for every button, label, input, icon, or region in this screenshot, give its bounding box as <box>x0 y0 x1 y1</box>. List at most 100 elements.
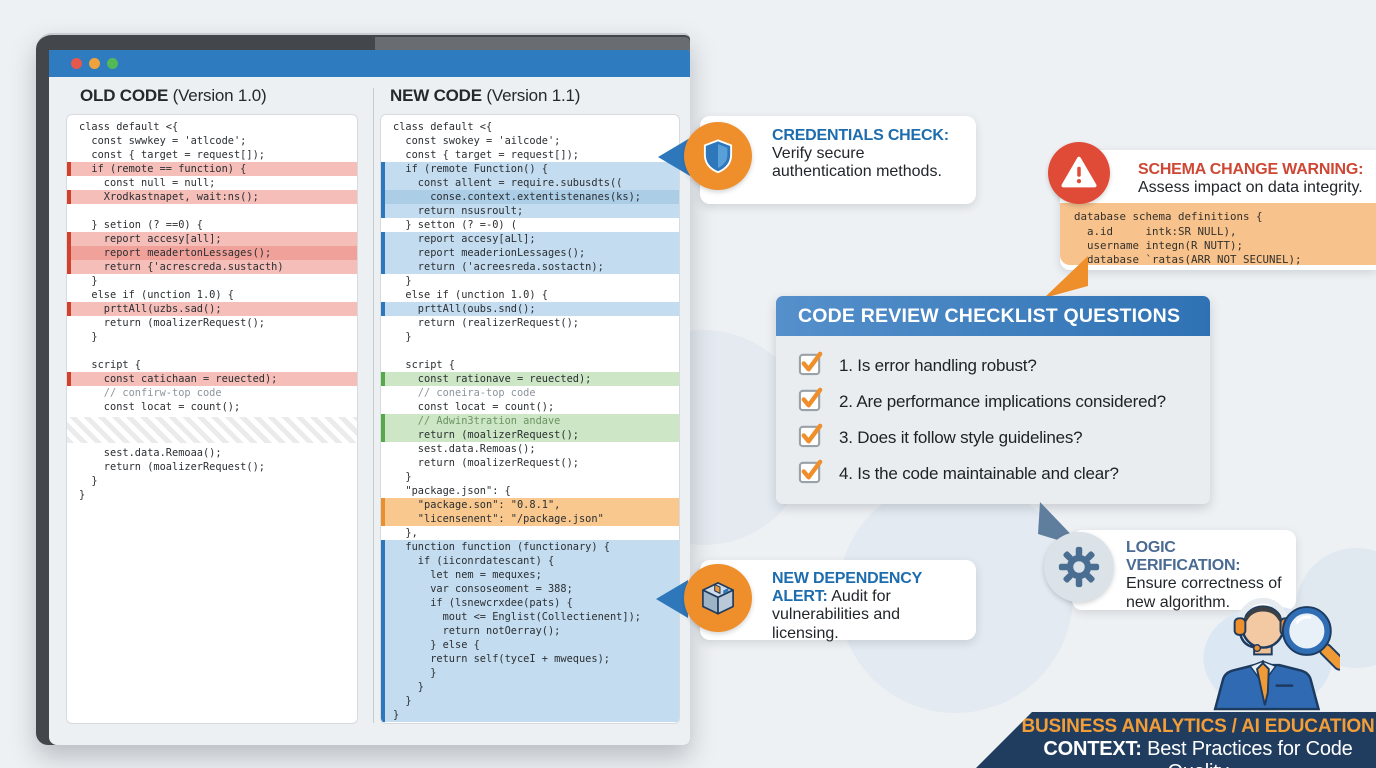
code-line: } setton (? =-0) ( <box>393 219 517 231</box>
code-line: "package.json": { <box>393 485 511 497</box>
code-line: else if (unction 1.0) { <box>393 289 548 301</box>
new-code-heading: NEW CODE (Version 1.1) <box>390 86 581 105</box>
code-line: } <box>79 489 86 501</box>
credentials-body: Verify secure authentication methods. <box>772 145 942 181</box>
code-line: } <box>381 708 679 722</box>
code-line: Xrodkastnapet, wait:ns(); <box>67 190 357 204</box>
checkbox-checked-icon[interactable] <box>798 459 823 489</box>
code-line: } <box>381 680 679 694</box>
window-control-close[interactable] <box>71 58 82 69</box>
code-line: report meadertonLessages(); <box>67 246 357 260</box>
code-line: const rationave = reuected); <box>381 372 679 386</box>
removed-block-hatch <box>67 417 357 443</box>
code-line: } <box>393 275 412 287</box>
code-line <box>67 204 357 218</box>
package-icon <box>702 582 734 615</box>
code-line: } <box>381 694 679 708</box>
code-line: } <box>393 331 412 343</box>
code-line: class default <{ <box>393 121 493 133</box>
context-banner: BUSINESS ANALYTICS / AI EDUCATION CONTEX… <box>976 712 1376 768</box>
code-line: } <box>381 666 679 680</box>
code-line: prttAll(oubs.snd(); <box>381 302 679 316</box>
warning-icon <box>1061 156 1097 188</box>
checklist-item-label: 4. Is the code maintainable and clear? <box>839 464 1119 483</box>
code-line: if (remote == function) { <box>67 162 357 176</box>
code-line: return (moalizerRequest(); <box>393 457 579 469</box>
dependency-icon-badge <box>684 564 752 632</box>
dependency-title: NEW DEPENDENCY ALERT: <box>772 570 922 606</box>
code-line: report accesy[all]; <box>67 232 357 246</box>
code-line: if (iiconrdatescant) { <box>381 554 679 568</box>
checkbox-checked-icon[interactable] <box>798 351 823 381</box>
code-line: mout <= Englist(Collectienent]); <box>381 610 679 624</box>
code-line: }, <box>393 527 418 539</box>
logic-title: LOGIC VERIFICATION: <box>1126 539 1241 575</box>
code-line: } else { <box>381 638 679 652</box>
analyst-illustration <box>1203 597 1340 712</box>
checkbox-checked-icon[interactable] <box>798 423 823 453</box>
banner-topic: BUSINESS ANALYTICS / AI EDUCATION <box>1021 716 1375 737</box>
code-line: return notOerray(); <box>381 624 679 638</box>
schema-warning-title: SCHEMA CHANGE WARNING: <box>1138 161 1364 178</box>
checklist-item: 2. Are performance implications consider… <box>798 384 1210 420</box>
code-line: const swwkey = 'atlcode'; <box>79 135 247 147</box>
headset-earcup <box>1233 617 1247 636</box>
panel-divider <box>373 88 374 723</box>
code-line: return nsusroult; <box>381 204 679 218</box>
dependency-pointer-arrow <box>656 580 688 618</box>
code-line: var consoseoment = 388; <box>381 582 679 596</box>
schema-warning-text: SCHEMA CHANGE WARNING: Assess impact on … <box>1060 150 1376 203</box>
code-line: const { target = request[]); <box>393 149 579 161</box>
code-line: return (moalizerRequest(); <box>79 317 265 329</box>
code-line: prttAll(uzbs.sad(); <box>67 302 357 316</box>
credentials-title: CREDENTIALS CHECK: <box>772 127 949 144</box>
code-line: return (moalizerRequest(); <box>79 461 265 473</box>
code-line: const locat = count(); <box>393 401 555 413</box>
code-line: function function (functionary) { <box>381 540 679 554</box>
credentials-icon-badge <box>684 122 752 190</box>
code-line: const swokey = 'ailcode'; <box>393 135 561 147</box>
checklist-item: 3. Does it follow style guidelines? <box>798 420 1210 456</box>
headset-band <box>1237 597 1289 624</box>
code-line: class default <{ <box>79 121 179 133</box>
banner-context: CONTEXT: Best Practices for Code Quality <box>1043 738 1353 768</box>
code-line <box>67 344 357 358</box>
schema-tail-arrow <box>1044 256 1088 298</box>
code-line: // coneira-top code <box>393 387 536 399</box>
dependency-body: Audit for vulnerabilities and licensing. <box>772 588 901 642</box>
code-line: sest.data.Remoaa(); <box>79 447 222 459</box>
code-line: script { <box>79 359 141 371</box>
code-line: report meaderionLessages(); <box>381 246 679 260</box>
window-control-maximize[interactable] <box>107 58 118 69</box>
schema-warning-icon-badge <box>1048 142 1110 204</box>
code-line <box>381 344 679 358</box>
code-line: } <box>79 331 98 343</box>
checklist-body: 1. Is error handling robust? 2. Are perfo… <box>776 336 1210 504</box>
code-line: "package.son": "0.8.1", <box>381 498 679 512</box>
checklist-item: 4. Is the code maintainable and clear? <box>798 456 1210 492</box>
new-code-panel: class default <{ const swokey = 'ailcode… <box>380 114 680 724</box>
checklist-callout: CODE REVIEW CHECKLIST QUESTIONS 1. Is er… <box>776 296 1210 504</box>
code-line: return (realizerRequest(); <box>393 317 579 329</box>
schema-code-line: username integn(R NUTT); <box>1074 238 1244 252</box>
code-line: const allent = require.subusdts(( <box>381 176 679 190</box>
gear-icon <box>1058 546 1100 588</box>
code-line: report accesy[aLl]; <box>381 232 679 246</box>
shield-icon <box>703 139 733 174</box>
logic-icon-badge <box>1044 532 1114 602</box>
code-line: } <box>79 275 98 287</box>
window-control-minimize[interactable] <box>89 58 100 69</box>
window-titlebar <box>49 50 690 77</box>
checklist-item: 1. Is error handling robust? <box>798 348 1210 384</box>
code-line: script { <box>393 359 455 371</box>
schema-code-line: database `ratas(ARR NOT SECUNEL); <box>1074 253 1302 267</box>
code-diff-window: OLD CODE (Version 1.0) NEW CODE (Version… <box>36 33 690 745</box>
code-line: const catichaan = reuected); <box>67 372 357 386</box>
code-line: return ('acreesreda.sostactn); <box>381 260 679 274</box>
schema-warning-callout: SCHEMA CHANGE WARNING: Assess impact on … <box>1060 150 1376 270</box>
code-line: return self(tyceI + mweques); <box>381 652 679 666</box>
checklist-item-label: 2. Are performance implications consider… <box>839 392 1166 411</box>
code-line: else if (unction 1.0) { <box>79 289 234 301</box>
checkbox-checked-icon[interactable] <box>798 387 823 417</box>
checklist-title: CODE REVIEW CHECKLIST QUESTIONS <box>776 296 1210 336</box>
